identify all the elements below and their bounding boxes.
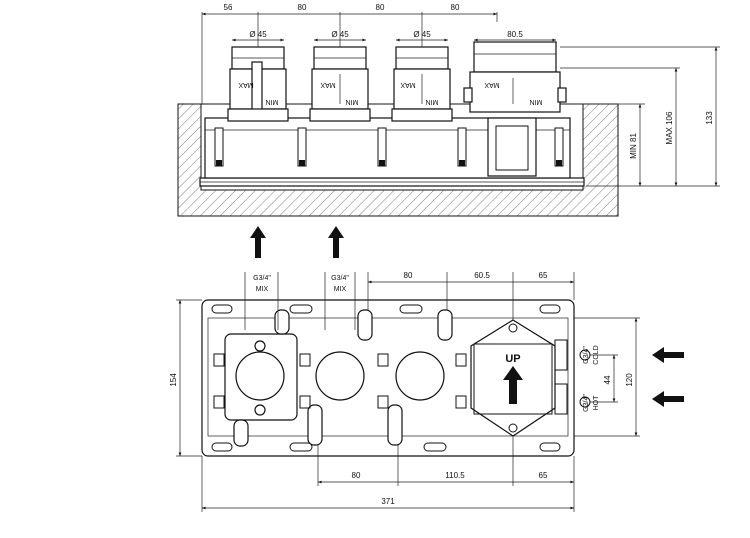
cartridge-2 <box>309 46 371 122</box>
mix-thread-label: G3/4" <box>253 275 271 282</box>
arrow-left-icon <box>652 391 684 407</box>
cold-label: COLD <box>593 345 600 364</box>
dim-110-5: 110.5 <box>445 471 465 480</box>
diameter-label: Ø 45 <box>331 30 349 39</box>
dim-154: 154 <box>169 373 178 387</box>
up-arrow-icon <box>503 366 523 404</box>
dim-60-5: 60.5 <box>474 271 490 280</box>
dim-80: 80 <box>298 3 307 12</box>
cartridge-3 <box>391 46 453 122</box>
mix-label: MIX <box>334 286 347 293</box>
diameter-label: Ø 45 <box>413 30 431 39</box>
inlet-arrows <box>652 347 684 407</box>
diameter-dimensions: Ø 45 Ø 45 Ø 45 80.5 <box>232 30 556 42</box>
max-label: MAX <box>400 81 416 88</box>
diameter-label: Ø 45 <box>249 30 267 39</box>
plan-top-dimensions: 80 60.5 65 <box>367 271 575 320</box>
dim-65: 65 <box>539 271 548 280</box>
bottom-plan-view: UP G3/4" MIX G3/4" MIX 80 60.5 <box>169 271 640 512</box>
dim-133: 133 <box>705 111 714 125</box>
hot-thread-label: G3/4" <box>583 394 590 412</box>
mix-thread-label: G3/4" <box>331 275 349 282</box>
flow-arrows-up <box>250 226 344 258</box>
hot-label: HOT <box>593 395 600 411</box>
mix-valve-plan <box>224 309 298 447</box>
min-label: MIN <box>266 98 279 105</box>
cartridge-1 <box>227 46 289 122</box>
dim-max-106: MAX 106 <box>665 111 674 144</box>
min-label: MIN <box>346 98 359 105</box>
min-label: MIN <box>426 98 439 105</box>
min-label: MIN <box>530 98 543 105</box>
dim-80: 80 <box>376 3 385 12</box>
dim-80: 80 <box>404 271 413 280</box>
plan-right-dimensions: 44 120 G3/4" COLD G3/4" HOT <box>574 317 640 437</box>
dim-120: 120 <box>625 373 634 387</box>
dim-min-81: MIN 81 <box>629 133 638 159</box>
dim-65: 65 <box>539 471 548 480</box>
max-label: MAX <box>484 81 500 88</box>
dim-44: 44 <box>603 375 612 384</box>
arrow-left-icon <box>652 347 684 363</box>
dim-56: 56 <box>224 3 233 12</box>
arrow-up-icon <box>250 226 266 258</box>
thermostatic-cartridge <box>463 41 567 177</box>
arrow-up-icon <box>328 226 344 258</box>
dim-80-5: 80.5 <box>507 30 523 39</box>
dim-371: 371 <box>381 497 395 506</box>
plan-left-height: 154 <box>169 299 202 457</box>
mix-label: MIX <box>256 286 269 293</box>
dim-80: 80 <box>451 3 460 12</box>
max-label: MAX <box>238 81 254 88</box>
max-label: MAX <box>320 81 336 88</box>
stop-valve-plan <box>387 309 453 446</box>
up-label: UP <box>505 353 520 365</box>
top-section-view: MAX MIN MAX MIN MAX MIN MAX MIN 56 80 80… <box>177 3 720 217</box>
stop-valve-plan <box>307 309 373 446</box>
plan-bottom-dimensions: 80 110.5 65 371 <box>201 436 575 512</box>
dim-80: 80 <box>352 471 361 480</box>
mix-port-labels: G3/4" MIX G3/4" MIX <box>244 272 356 330</box>
right-height-dimensions: MIN 81 MAX 106 133 <box>560 46 720 187</box>
cold-thread-label: G3/4" <box>583 346 590 364</box>
